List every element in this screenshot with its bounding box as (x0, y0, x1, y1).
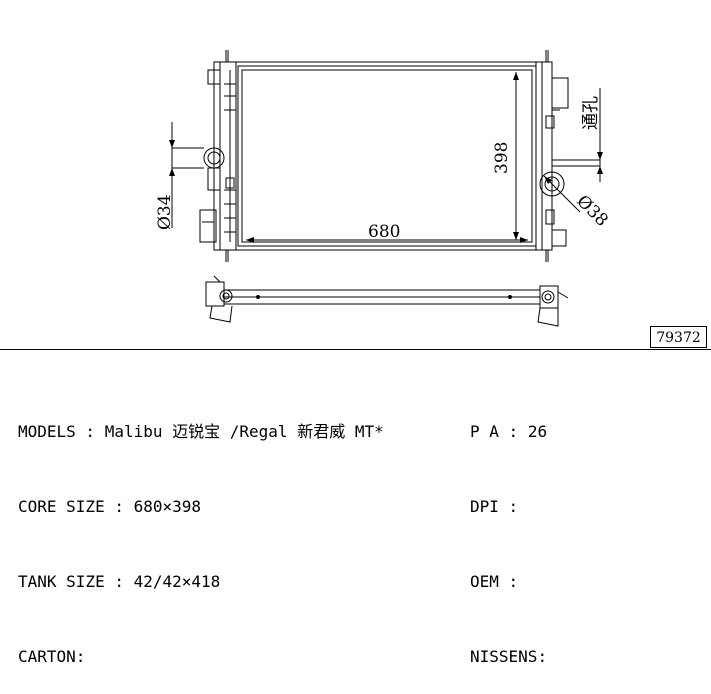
spec-sep: : (75, 422, 105, 441)
spec-pa: P A : 26 (470, 419, 547, 444)
outlet-pipe (539, 171, 565, 197)
spec-label: P A (470, 422, 499, 441)
radiator-side-view (205, 275, 569, 327)
radiator-drawing: 680 398 Ø38 Ø34 Ø38 通孔 (155, 50, 612, 327)
spec-dpi: DPI : (470, 494, 547, 519)
spec-sep: : (498, 422, 528, 441)
spec-label: NISSENS (470, 647, 538, 666)
radiator-front-view: 680 398 Ø38 Ø34 Ø38 通孔 (155, 50, 612, 262)
spec-models: MODELS : Malibu 迈锐宝 /Regal 新君威 MT* (18, 419, 384, 444)
spec-sep: : (537, 647, 548, 666)
spec-sep: : (498, 572, 519, 591)
vent-hole-note: 通孔 (581, 96, 601, 130)
dimension-inlet (169, 122, 204, 228)
spec-sep: : (104, 572, 134, 591)
spec-sep: : (75, 647, 86, 666)
spec-label: CARTON (18, 647, 76, 666)
spec-value: 26 (527, 422, 548, 441)
vent-hole-leader (597, 88, 603, 182)
left-tank (199, 50, 237, 262)
inlet-pipe (203, 147, 225, 169)
dimension-height-label: 398 (492, 142, 512, 174)
part-code: 79372 (650, 326, 707, 348)
spec-oem: OEM : (470, 569, 547, 594)
spec-carton: CARTON: (18, 644, 384, 669)
dimension-width-label: 680 (368, 222, 400, 242)
specs-right: P A : 26 DPI : OEM : NISSENS: (470, 369, 547, 694)
spec-value: 42/42×418 (133, 572, 221, 591)
right-tank (535, 50, 600, 262)
spec-label: MODELS (18, 422, 76, 441)
spec-label: CORE SIZE (18, 497, 105, 516)
spec-sep: : (498, 497, 519, 516)
divider-line (0, 349, 711, 350)
dimension-outlet-diameter: Ø38 (572, 191, 611, 230)
specs-left: MODELS : Malibu 迈锐宝 /Regal 新君威 MT* CORE … (18, 369, 384, 694)
spec-value: Malibu 迈锐宝 /Regal 新君威 MT* (104, 422, 384, 441)
dimension-width (246, 237, 528, 243)
spec-label: OEM (470, 572, 499, 591)
spec-label: TANK SIZE (18, 572, 105, 591)
spec-tank-size: TANK SIZE : 42/42×418 (18, 569, 384, 594)
dimension-outlet (543, 175, 581, 213)
dimension-height (513, 72, 519, 240)
spec-core-size: CORE SIZE : 680×398 (18, 494, 384, 519)
spec-value: 680×398 (133, 497, 202, 516)
dimension-inlet-diameter: Ø34 (155, 194, 175, 230)
spec-nissens: NISSENS: (470, 644, 547, 669)
spec-sep: : (104, 497, 134, 516)
spec-label: DPI (470, 497, 499, 516)
